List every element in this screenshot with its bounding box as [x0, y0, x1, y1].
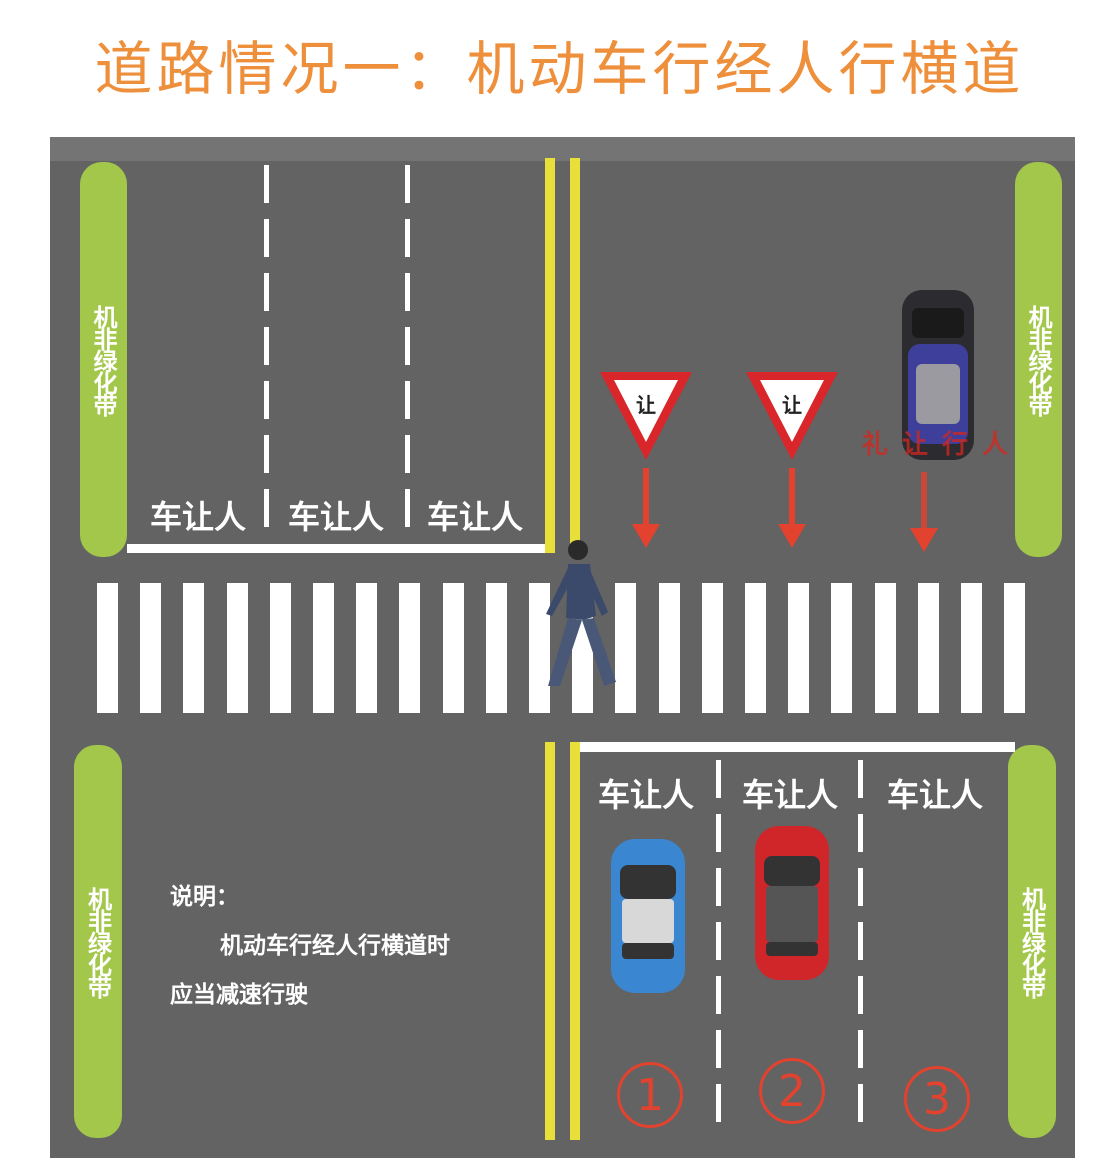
green-belt-bottom-right: 机非绿化带 — [1008, 745, 1056, 1138]
lane-number: 2 — [759, 1058, 825, 1124]
stop-line-bottom — [580, 742, 1015, 752]
crosswalk-stripe — [1004, 583, 1026, 713]
car-dark-blue — [902, 290, 974, 460]
yield-sign-text: 让 — [782, 393, 802, 417]
crosswalk-stripe — [701, 583, 723, 713]
crosswalk-stripe — [874, 583, 896, 713]
lane-divider — [405, 165, 410, 543]
down-arrow-icon — [632, 468, 660, 548]
crosswalk-stripe — [97, 583, 118, 713]
center-yellow-line — [545, 158, 555, 553]
car-red — [755, 826, 829, 980]
yield-sign: 让 — [600, 372, 692, 460]
note-line: 应当减速行驶 — [170, 982, 308, 1008]
crosswalk-stripe — [356, 583, 378, 713]
lane-label: 车让人 — [427, 498, 524, 536]
lane-label: 车让人 — [288, 498, 385, 536]
center-yellow-line — [570, 158, 580, 553]
lane-label: 车让人 — [598, 776, 695, 814]
down-arrow-icon — [778, 468, 806, 548]
faded-car-text: 礼让行人 — [862, 430, 1023, 460]
crosswalk-stripe — [788, 583, 810, 713]
page-title: 道路情况一：机动车行经人行横道 — [94, 35, 1025, 103]
crosswalk-stripe — [442, 583, 464, 713]
crosswalk-stripe — [529, 583, 550, 713]
crosswalk-stripe — [917, 583, 939, 713]
down-arrow-icon — [910, 472, 938, 552]
note-line: 机动车行经人行横道时 — [220, 933, 450, 959]
lane-divider — [716, 760, 721, 1138]
lane-label: 车让人 — [742, 776, 839, 814]
yield-sign: 让 — [746, 372, 838, 460]
pedestrian-icon — [546, 540, 616, 686]
stop-line-top — [127, 544, 545, 553]
car-blue — [611, 839, 685, 993]
lane-number: 1 — [617, 1062, 683, 1128]
crosswalk-stripe — [615, 583, 637, 713]
yield-sign-text: 让 — [636, 393, 656, 417]
green-belt-bottom-left: 机非绿化带 — [74, 745, 122, 1138]
center-yellow-line — [545, 742, 555, 1140]
center-yellow-line — [570, 742, 580, 1140]
crosswalk-stripe — [226, 583, 248, 713]
lane-divider — [858, 760, 863, 1138]
crosswalk-stripe — [961, 583, 982, 713]
lane-label: 车让人 — [150, 498, 247, 536]
crosswalk-stripe — [831, 583, 853, 713]
lane-divider — [264, 165, 269, 543]
crosswalk-stripe — [269, 583, 291, 713]
crosswalk-stripe — [399, 583, 421, 713]
crosswalk-stripe — [183, 583, 205, 713]
green-belt-top-right: 机非绿化带 — [1015, 162, 1062, 557]
crosswalk-stripe — [485, 583, 507, 713]
road-edge-band — [50, 137, 1075, 161]
lane-number: 3 — [904, 1066, 970, 1132]
crosswalk-stripe — [745, 583, 766, 713]
crosswalk-stripe — [140, 583, 162, 713]
crosswalk-stripe — [313, 583, 334, 713]
crosswalk-stripe — [658, 583, 680, 713]
green-belt-top-left: 机非绿化带 — [80, 162, 127, 557]
lane-label: 车让人 — [887, 776, 984, 814]
note-heading: 说明： — [170, 884, 239, 910]
